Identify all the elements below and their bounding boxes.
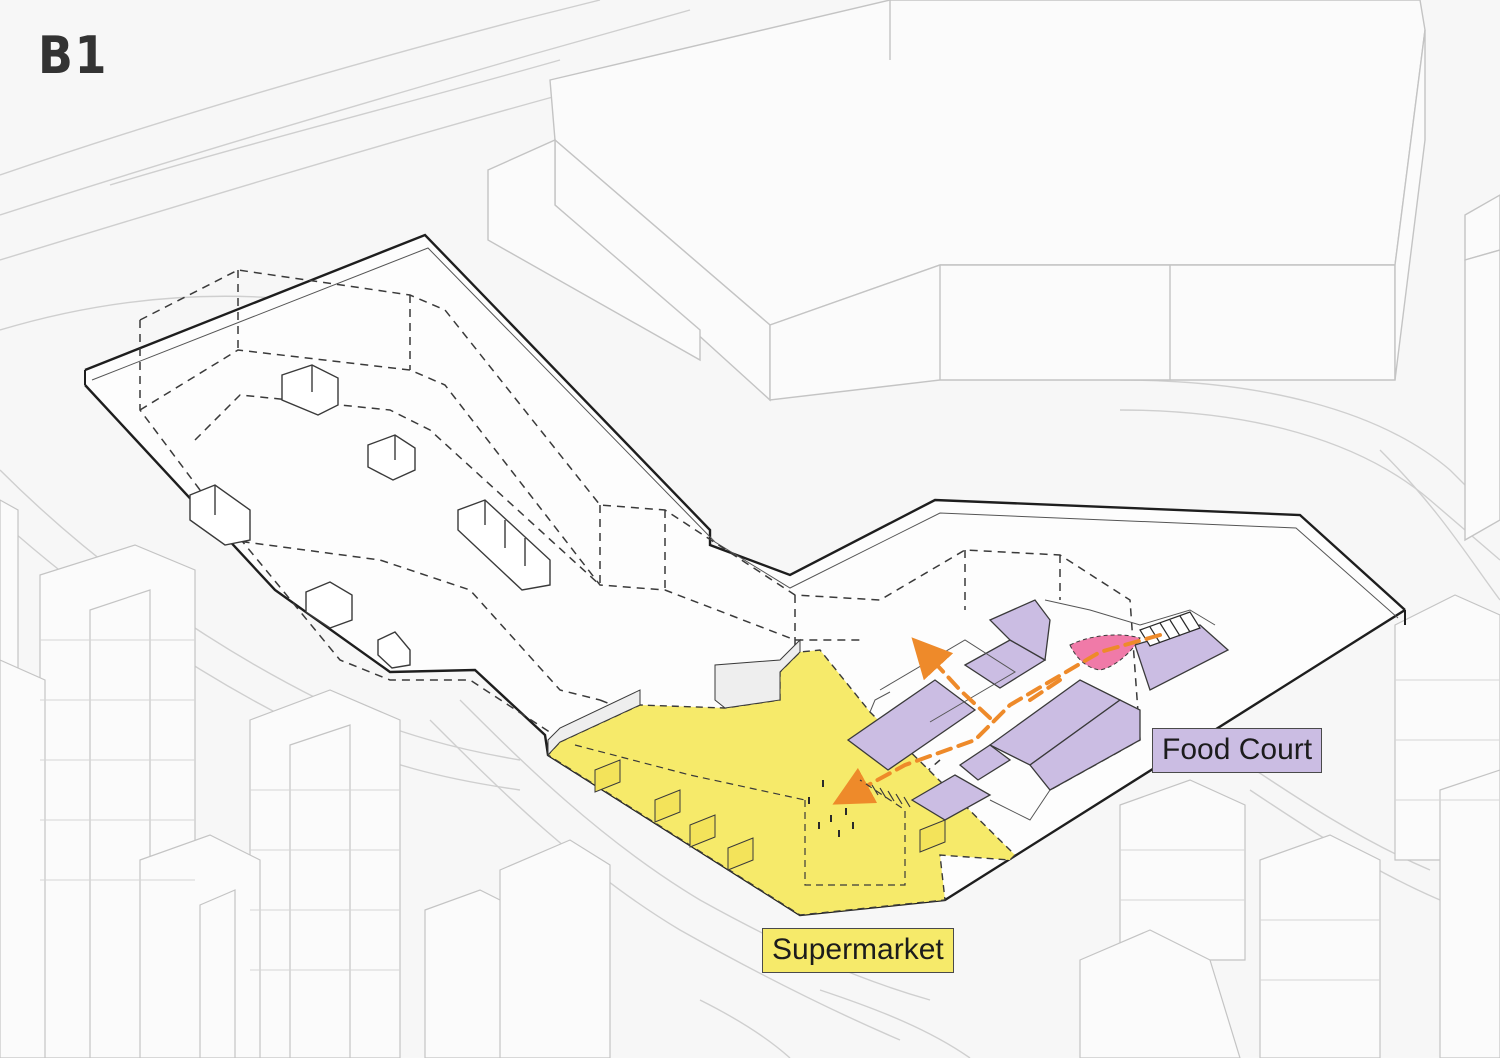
supermarket-wall <box>714 638 801 709</box>
context-tower-right <box>1464 194 1500 542</box>
tower <box>1439 769 1500 1058</box>
guide-line <box>804 779 906 886</box>
dashed-boundary <box>139 320 941 801</box>
tower <box>0 659 46 1058</box>
floor-label: B1 <box>38 26 109 86</box>
tower <box>499 839 611 1058</box>
circulation-path <box>1028 678 1062 702</box>
guide-line <box>574 744 806 801</box>
road-curve <box>429 719 901 1041</box>
stair-step <box>1159 622 1171 640</box>
tower-window-lines <box>40 639 1500 981</box>
road-curve <box>0 39 761 261</box>
tower <box>1119 779 1246 961</box>
shelf <box>689 814 716 848</box>
building-face <box>1394 29 1426 381</box>
tower <box>89 589 151 1058</box>
tower-roof <box>1464 194 1500 261</box>
supermarket-people <box>808 780 854 837</box>
food-court-zone <box>846 599 1230 821</box>
food-court-label: Food Court <box>1152 728 1323 773</box>
circulation-path <box>911 637 992 720</box>
context-towers-left <box>0 499 611 1058</box>
escalator-step <box>903 796 911 808</box>
road-curve <box>699 999 791 1058</box>
tower-face <box>1464 249 1500 542</box>
core-block <box>305 581 353 629</box>
road-curve <box>109 59 561 186</box>
tower <box>1079 929 1241 1058</box>
person <box>838 830 840 837</box>
food-court-block <box>958 744 1012 781</box>
road-curve <box>0 469 521 761</box>
site-edge-top <box>84 233 1406 611</box>
road-curve <box>0 0 601 176</box>
context-towers-right <box>1079 594 1500 1058</box>
inner-wall <box>989 789 1051 821</box>
escalator-step <box>887 790 895 802</box>
food-court-block <box>910 774 992 821</box>
site-edge-inner <box>91 247 1399 619</box>
food-court-block <box>846 679 977 771</box>
food-court-block <box>988 599 1051 662</box>
stair-step <box>1169 619 1181 637</box>
supermarket-zone <box>546 638 1016 916</box>
tower <box>289 724 351 1058</box>
person <box>852 822 854 829</box>
person <box>845 808 847 815</box>
tower <box>1259 834 1381 1058</box>
building-podium <box>487 138 701 362</box>
shelf <box>919 819 946 853</box>
dashed-boundary <box>139 349 860 641</box>
food-court-block <box>1029 699 1141 791</box>
supermarket-wall <box>547 689 641 757</box>
person <box>808 797 810 804</box>
shelf <box>594 759 621 793</box>
person <box>822 780 824 787</box>
person <box>818 822 820 829</box>
supermarket-label: Supermarket <box>762 928 954 973</box>
inner-wall <box>869 691 891 713</box>
inner-wall <box>1044 599 1216 626</box>
dashed-boundary <box>194 394 601 586</box>
stair-step <box>1179 615 1191 633</box>
circulation-path <box>832 633 1162 805</box>
escalator-step <box>879 787 887 799</box>
supermarket-guides <box>574 744 906 886</box>
supermarket-shelves <box>594 759 946 871</box>
road-curve <box>0 295 301 331</box>
context-large-building <box>487 0 1426 402</box>
road-curve <box>1119 409 1500 561</box>
core-block <box>377 631 411 669</box>
circulation-arrows <box>832 633 1162 805</box>
tower <box>199 889 236 1058</box>
person <box>830 815 832 822</box>
core-structures <box>189 364 551 669</box>
road-curve <box>0 9 691 216</box>
road-curve <box>1379 449 1500 601</box>
road-curve <box>819 989 971 1058</box>
shelf <box>654 789 681 823</box>
road-curve <box>459 699 931 1001</box>
escalator-step <box>895 793 903 805</box>
road-curve <box>1119 379 1500 521</box>
shelf <box>727 837 754 871</box>
